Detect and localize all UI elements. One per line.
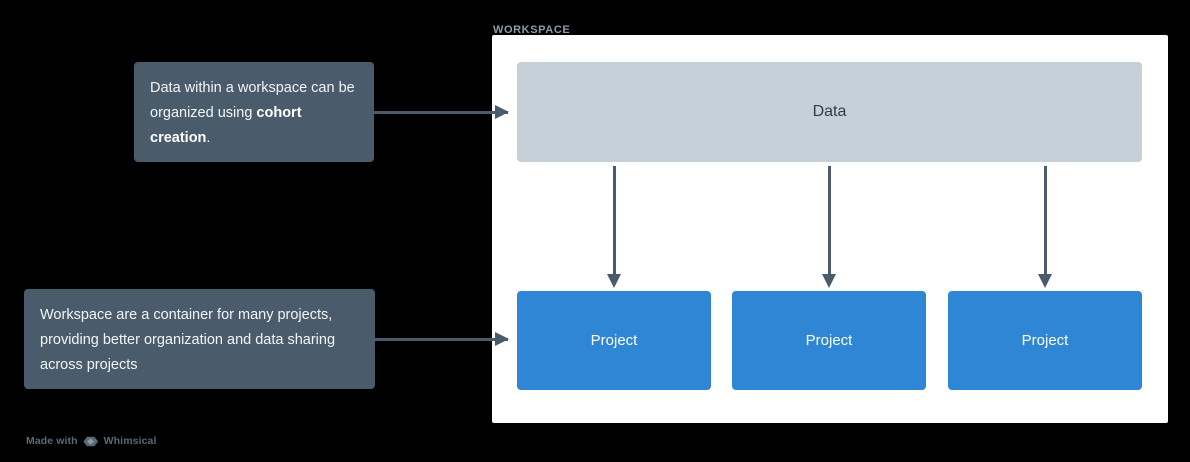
node-data[interactable]: Data [517, 62, 1142, 162]
arrowhead-down-icon [1038, 274, 1052, 288]
callout-workspace-container-text: Workspace are a container for many proje… [40, 307, 336, 373]
workspace-panel[interactable]: Data Project Project Project [492, 35, 1168, 423]
arrowhead-down-icon [607, 274, 621, 288]
watermark-brand-label: Whimsical [103, 435, 157, 447]
workspace-group-label: WORKSPACE [493, 24, 571, 36]
connector-shaft [1044, 166, 1047, 277]
arrowhead-right-icon [495, 332, 509, 346]
callout-workspace-container[interactable]: Workspace are a container for many proje… [24, 289, 375, 389]
connector-shaft [613, 166, 616, 277]
callout-1-text-after: . [206, 130, 211, 146]
node-data-label: Data [812, 103, 847, 120]
arrowhead-down-icon [822, 274, 836, 288]
node-project-2-label: Project [805, 332, 853, 349]
whimsical-diamond-logo-icon [83, 436, 99, 447]
connector-callout-2-to-workspace [375, 332, 509, 346]
node-project-1[interactable]: Project [517, 291, 711, 390]
watermark-prefix-label: Made with [26, 435, 78, 447]
node-project-1-label: Project [590, 332, 638, 349]
callout-1-text-bold: cohort creation [150, 105, 302, 146]
connector-callout-1-to-workspace [374, 105, 509, 119]
callout-cohort-creation[interactable]: Data within a workspace can be organized… [134, 62, 374, 162]
node-project-3[interactable]: Project [948, 291, 1142, 390]
callout-1-text-before: Data within a workspace can be organized… [150, 80, 355, 121]
node-project-3-label: Project [1021, 332, 1069, 349]
connector-shaft [375, 338, 508, 341]
connector-shaft [828, 166, 831, 277]
callout-cohort-creation-text: Data within a workspace can be organized… [150, 76, 358, 151]
arrowhead-right-icon [495, 105, 509, 119]
connector-shaft [374, 111, 508, 114]
node-project-2[interactable]: Project [732, 291, 926, 390]
connector-data-to-project-1 [607, 166, 621, 291]
connector-data-to-project-3 [1038, 166, 1052, 291]
whimsical-watermark[interactable]: Made with Whimsical [26, 435, 157, 448]
connector-data-to-project-2 [822, 166, 836, 291]
